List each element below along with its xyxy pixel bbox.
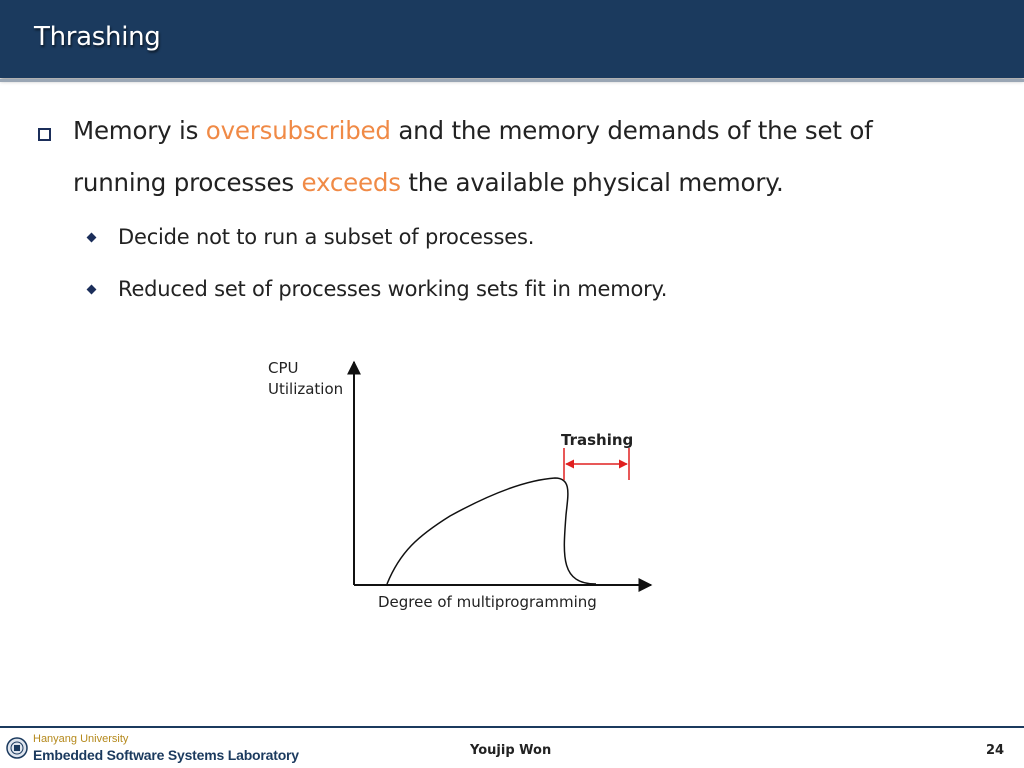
main-bullet-line-1: Memory is oversubscribed and the memory … (73, 116, 873, 145)
sub-bullet-2: Reduced set of processes working sets fi… (118, 277, 668, 301)
highlight-exceeds: exceeds (301, 168, 401, 197)
x-axis-label: Degree of multiprogramming (378, 593, 597, 611)
sub-bullet-1: Decide not to run a subset of processes. (118, 225, 535, 249)
university-seal-icon (6, 737, 28, 759)
text-segment: running processes (73, 168, 302, 197)
text-segment: the available physical memory. (400, 168, 784, 197)
page-number: 24 (986, 743, 1005, 758)
highlight-oversubscribed: oversubscribed (205, 116, 391, 145)
y-axis-label-line2: Utilization (268, 380, 343, 398)
slide-title: Thrashing (34, 22, 161, 52)
square-bullet-icon (38, 128, 51, 141)
footer-author: Youjip Won (470, 743, 552, 758)
y-axis-label-line1: CPU (268, 359, 299, 377)
text-segment: Memory is (73, 116, 206, 145)
cpu-utilization-curve (386, 477, 597, 585)
main-bullet-line-2: running processes exceeds the available … (73, 168, 784, 197)
text-segment: and the memory demands of the set of (390, 116, 873, 145)
thrashing-label: Trashing (561, 431, 633, 449)
footer-university: Hanyang University (33, 733, 129, 745)
title-bar: Thrashing (0, 0, 1024, 82)
footer-lab-name: Embedded Software Systems Laboratory (33, 747, 299, 763)
footer-divider (0, 726, 1024, 728)
